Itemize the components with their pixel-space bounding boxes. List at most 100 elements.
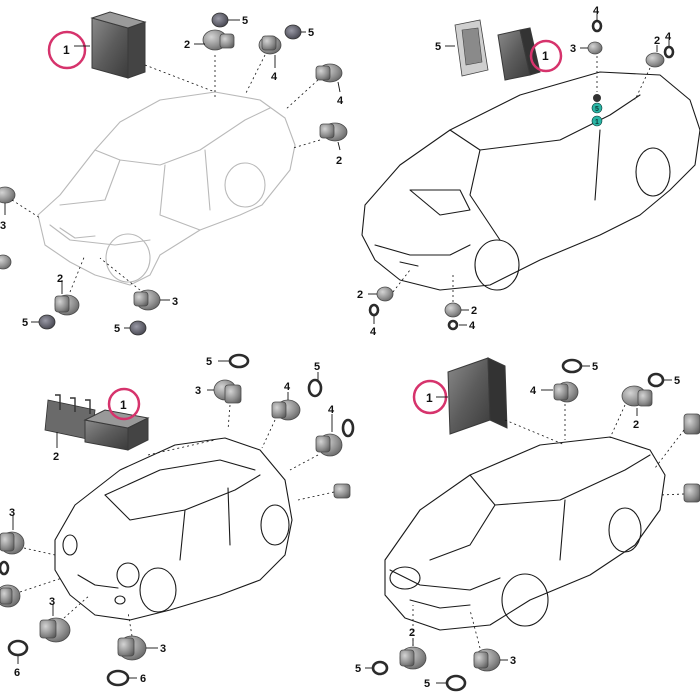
mini-ring-e[interactable] bbox=[7, 639, 29, 657]
x6-control-module[interactable] bbox=[447, 357, 508, 435]
mini-control-module[interactable] bbox=[83, 409, 150, 451]
i8-ring-front-center[interactable] bbox=[447, 319, 459, 331]
mini-sensor-h[interactable] bbox=[117, 635, 147, 661]
x6-sensor-e[interactable] bbox=[399, 646, 427, 670]
x3-cap-d[interactable] bbox=[129, 320, 147, 336]
i8-callout-2a: 2 bbox=[654, 35, 660, 47]
x3-highlight-circle bbox=[47, 30, 87, 70]
x6-ring-c[interactable] bbox=[371, 660, 389, 676]
i8-control-module[interactable] bbox=[497, 27, 541, 81]
i8-callout-3: 3 bbox=[570, 43, 576, 55]
x6-callout-3: 3 bbox=[510, 655, 516, 667]
x3-callout-5d: 5 bbox=[114, 323, 120, 335]
x3-sensor-f[interactable] bbox=[0, 254, 12, 270]
x3-cap-b[interactable] bbox=[284, 24, 302, 40]
mini-ring-b[interactable] bbox=[307, 378, 323, 398]
mini-sensor-g[interactable] bbox=[39, 617, 71, 643]
mini-callout-4a: 4 bbox=[284, 381, 291, 393]
x3-callout-2b: 2 bbox=[336, 155, 342, 167]
mini-sensor-f[interactable] bbox=[0, 584, 21, 608]
x3-callout-5a: 5 bbox=[242, 15, 248, 27]
i8-sensor-right[interactable] bbox=[645, 52, 665, 68]
i8-callout-4d: 4 bbox=[469, 320, 476, 332]
i8-ring-front-left[interactable] bbox=[368, 303, 380, 317]
x6-ring-d[interactable] bbox=[445, 674, 467, 692]
x3-sensor-g[interactable] bbox=[54, 294, 80, 316]
x6-callout-5c: 5 bbox=[355, 663, 361, 675]
x6-sensor-c[interactable] bbox=[683, 413, 700, 435]
i8-callout-1: 1 bbox=[542, 49, 549, 63]
svg-text:5: 5 bbox=[595, 106, 599, 113]
x3-cap-a[interactable] bbox=[211, 12, 229, 28]
x3-callout-2c: 2 bbox=[57, 273, 63, 285]
i8-ring-right[interactable] bbox=[663, 45, 675, 59]
x6-callout-2a: 2 bbox=[633, 419, 639, 431]
x3-callout-5c: 5 bbox=[22, 317, 28, 329]
panel-mini: 2 1 5 3 4 5 4 3 bbox=[0, 353, 355, 687]
x6-sensor-f[interactable] bbox=[473, 648, 501, 672]
i8-callout-4a: 4 bbox=[593, 5, 600, 17]
x3-sensor-h[interactable] bbox=[133, 289, 161, 311]
i8-sensor-front-center[interactable] bbox=[444, 302, 462, 318]
mini-callout-5b: 5 bbox=[314, 361, 320, 373]
mini-callout-3b: 3 bbox=[9, 507, 15, 519]
x6-car-outline bbox=[384, 436, 666, 631]
x6-sensor-a[interactable] bbox=[553, 381, 579, 403]
mini-car-outline bbox=[54, 437, 293, 621]
i8-callout-4c: 4 bbox=[370, 326, 377, 338]
mini-ring-a[interactable] bbox=[228, 353, 250, 369]
mini-sensor-c[interactable] bbox=[315, 433, 343, 457]
i8-sensor-front-left[interactable] bbox=[376, 286, 394, 302]
x6-callout-4: 4 bbox=[530, 385, 537, 397]
mini-callout-5a: 5 bbox=[206, 356, 212, 368]
mini-callout-6b: 6 bbox=[140, 673, 146, 685]
x3-callout-3b: 3 bbox=[172, 296, 178, 308]
x6-callout-2b: 2 bbox=[409, 627, 415, 639]
x3-sensor-b[interactable] bbox=[258, 35, 282, 55]
x3-control-module[interactable] bbox=[90, 11, 147, 79]
x3-sensor-c[interactable] bbox=[315, 63, 343, 83]
mini-ring-c[interactable] bbox=[341, 418, 355, 438]
x3-callout-4a: 4 bbox=[271, 71, 278, 83]
x3-callout-5b: 5 bbox=[308, 27, 314, 39]
i8-car-outline bbox=[361, 71, 700, 291]
panel-x6: 1 5 4 2 5 5 2 5 3 bbox=[355, 357, 700, 692]
x6-callout-1: 1 bbox=[426, 391, 433, 405]
x3-car-outline bbox=[37, 91, 296, 286]
x6-ring-a[interactable] bbox=[561, 358, 583, 374]
mini-sensor-e[interactable] bbox=[0, 531, 25, 555]
x3-sensor-a[interactable] bbox=[202, 29, 235, 51]
mini-sensor-d[interactable] bbox=[333, 483, 351, 499]
panel-i8: 5 1 4 3 5 1 2 4 2 bbox=[357, 5, 700, 338]
mini-sensor-b[interactable] bbox=[271, 399, 301, 421]
i8-highlight-circle bbox=[529, 39, 563, 73]
x3-cap-c[interactable] bbox=[38, 314, 56, 330]
i8-sensor-top[interactable] bbox=[587, 41, 603, 55]
mini-sensor-a[interactable] bbox=[213, 379, 242, 404]
mini-callout-4b: 4 bbox=[328, 404, 335, 416]
i8-ring-top[interactable] bbox=[591, 19, 603, 33]
x6-ring-b[interactable] bbox=[647, 372, 665, 388]
mini-callout-1: 1 bbox=[120, 398, 127, 412]
i8-callout-2c: 2 bbox=[471, 305, 477, 317]
x6-sensor-b[interactable] bbox=[621, 385, 653, 407]
i8-bracket[interactable] bbox=[454, 19, 489, 77]
x3-callout-1: 1 bbox=[63, 43, 70, 57]
mini-callout-3c: 3 bbox=[49, 596, 55, 608]
mini-callout-3d: 3 bbox=[160, 643, 166, 655]
x6-callout-5b: 5 bbox=[674, 375, 680, 387]
x3-sensor-d[interactable] bbox=[319, 122, 348, 142]
i8-callout-5: 5 bbox=[435, 41, 441, 53]
mini-callout-2: 2 bbox=[53, 451, 59, 463]
mini-ring-f[interactable] bbox=[106, 669, 130, 687]
svg-text:1: 1 bbox=[595, 119, 599, 126]
panel-x3: 1 2 5 5 4 4 2 3 2 bbox=[0, 11, 348, 336]
x6-callout-5d: 5 bbox=[424, 678, 430, 690]
mini-highlight-circle bbox=[107, 387, 141, 421]
mini-callout-3a: 3 bbox=[195, 385, 201, 397]
i8-teal-badges: 5 1 bbox=[591, 94, 603, 127]
mini-ring-d[interactable] bbox=[0, 560, 10, 576]
x6-sensor-d[interactable] bbox=[683, 483, 700, 503]
i8-callout-4b: 4 bbox=[665, 31, 672, 43]
